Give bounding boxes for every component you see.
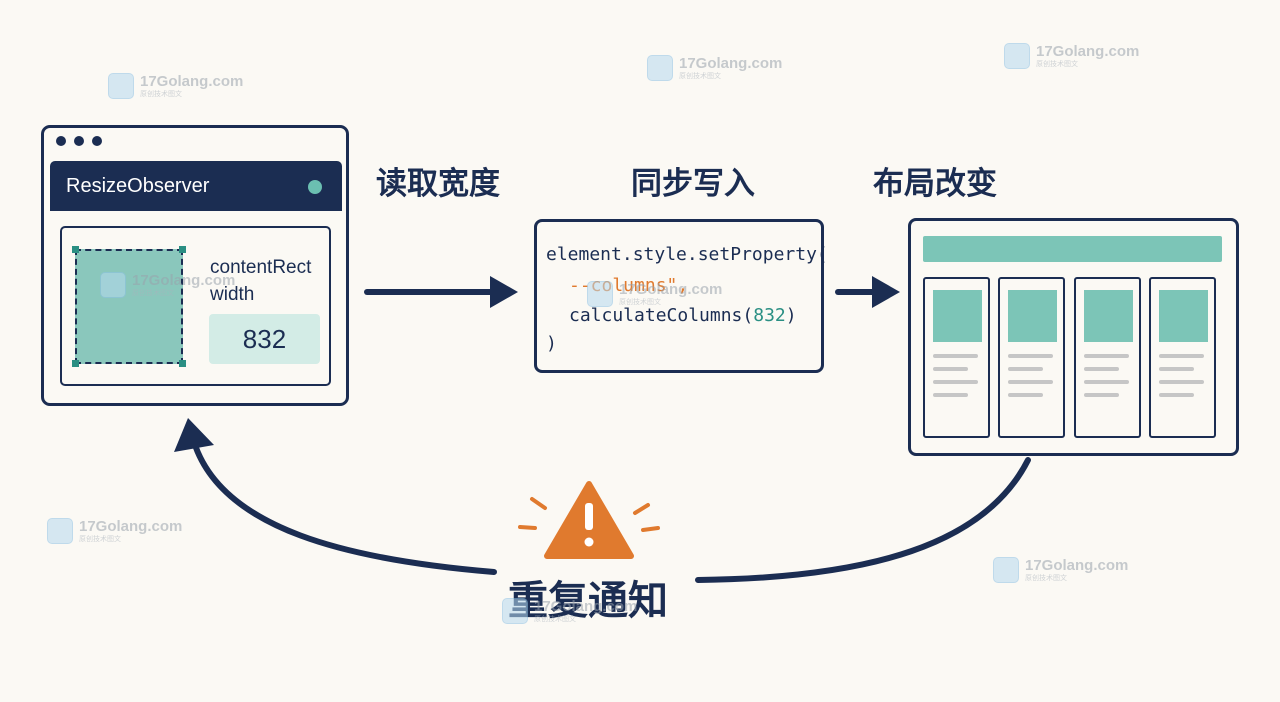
arrow-write-to-layout — [835, 276, 900, 308]
watermark-text: 17Golang.com — [619, 280, 723, 298]
arrow-read-to-write — [364, 276, 518, 308]
card-text-line — [1159, 354, 1204, 358]
watermark-logo-icon — [100, 272, 126, 298]
code-line-3: calculateColumns(832) — [569, 305, 797, 326]
watermark-logo-icon — [993, 557, 1019, 583]
card-image-placeholder — [1008, 290, 1057, 342]
card-text-line — [1084, 380, 1129, 384]
loop-arrowhead — [174, 418, 214, 452]
card-text-line — [933, 380, 978, 384]
code-line-4: ) — [546, 333, 557, 354]
card-text-line — [1008, 380, 1053, 384]
watermark-text: 17Golang.com — [1025, 556, 1129, 574]
watermark-subtext: 原创技术图文 — [132, 288, 174, 297]
code-box — [534, 219, 824, 373]
watermark-text: 17Golang.com — [679, 54, 783, 72]
watermark-text: 17Golang.com — [79, 517, 183, 535]
card-text-line — [1159, 393, 1194, 397]
card-image-placeholder — [1084, 290, 1133, 342]
code-line-1: element.style.setProperty( — [546, 244, 828, 265]
observer-content-panel — [60, 226, 331, 386]
code-function: calculateColumns( — [569, 305, 754, 326]
watermark-text: 17Golang.com — [140, 72, 244, 90]
watermark-subtext: 原创技术图文 — [140, 89, 182, 98]
warning-icon — [518, 481, 660, 559]
loop-curve-left — [191, 439, 497, 575]
resize-handle-icon — [72, 246, 79, 253]
card-text-line — [1159, 380, 1204, 384]
loop-label: 重复通知 — [508, 578, 668, 624]
step-sync-write: 同步写入 — [631, 166, 755, 202]
step-layout-change: 布局改变 — [873, 166, 997, 202]
window-dot-icon — [92, 136, 102, 146]
content-rect-label: contentRect width — [210, 257, 312, 305]
card-image-placeholder — [1159, 290, 1208, 342]
card-text-line — [1159, 367, 1194, 371]
status-dot-icon — [308, 180, 322, 194]
watermark-subtext: 原创技术图文 — [679, 71, 721, 80]
watermark-subtext: 原创技术图文 — [619, 297, 661, 306]
resize-handle-icon — [72, 360, 79, 367]
step-read-width: 读取宽度 — [376, 166, 500, 202]
watermark-logo-icon — [587, 281, 613, 307]
window-dot-icon — [56, 136, 66, 146]
watermark-subtext: 原创技术图文 — [1025, 573, 1067, 582]
layout-header-bar — [923, 236, 1222, 262]
watermark-logo-icon — [647, 55, 673, 81]
observed-element-box — [75, 249, 183, 364]
card-text-line — [933, 393, 968, 397]
observer-title: ResizeObserver — [66, 175, 210, 197]
card-text-line — [1008, 367, 1043, 371]
watermark-subtext: 原创技术图文 — [79, 534, 121, 543]
card-text-line — [933, 367, 968, 371]
card-text-line — [1008, 393, 1043, 397]
code-paren: ) — [785, 305, 797, 326]
code-argument: 832 — [753, 305, 786, 326]
watermark-logo-icon — [1004, 43, 1030, 69]
watermark-logo-icon — [108, 73, 134, 99]
watermark-text: 17Golang.com — [1036, 42, 1140, 60]
card-text-line — [1084, 354, 1129, 358]
watermark-text: 17Golang.com — [534, 597, 638, 615]
resize-handle-icon — [179, 246, 186, 253]
watermark-text: 17Golang.com — [132, 271, 236, 289]
watermark-subtext: 原创技术图文 — [534, 614, 576, 623]
window-dot-icon — [74, 136, 84, 146]
loop-curve-right — [695, 457, 1031, 583]
watermark-logo-icon — [47, 518, 73, 544]
card-text-line — [1084, 367, 1119, 371]
watermark-subtext: 原创技术图文 — [1036, 59, 1078, 68]
watermark-logo-icon — [502, 598, 528, 624]
card-text-line — [1008, 354, 1053, 358]
width-value: 832 — [209, 314, 320, 364]
card-image-placeholder — [933, 290, 982, 342]
resize-handle-icon — [179, 360, 186, 367]
card-text-line — [933, 354, 978, 358]
observer-titlebar — [50, 161, 342, 211]
card-text-line — [1084, 393, 1119, 397]
